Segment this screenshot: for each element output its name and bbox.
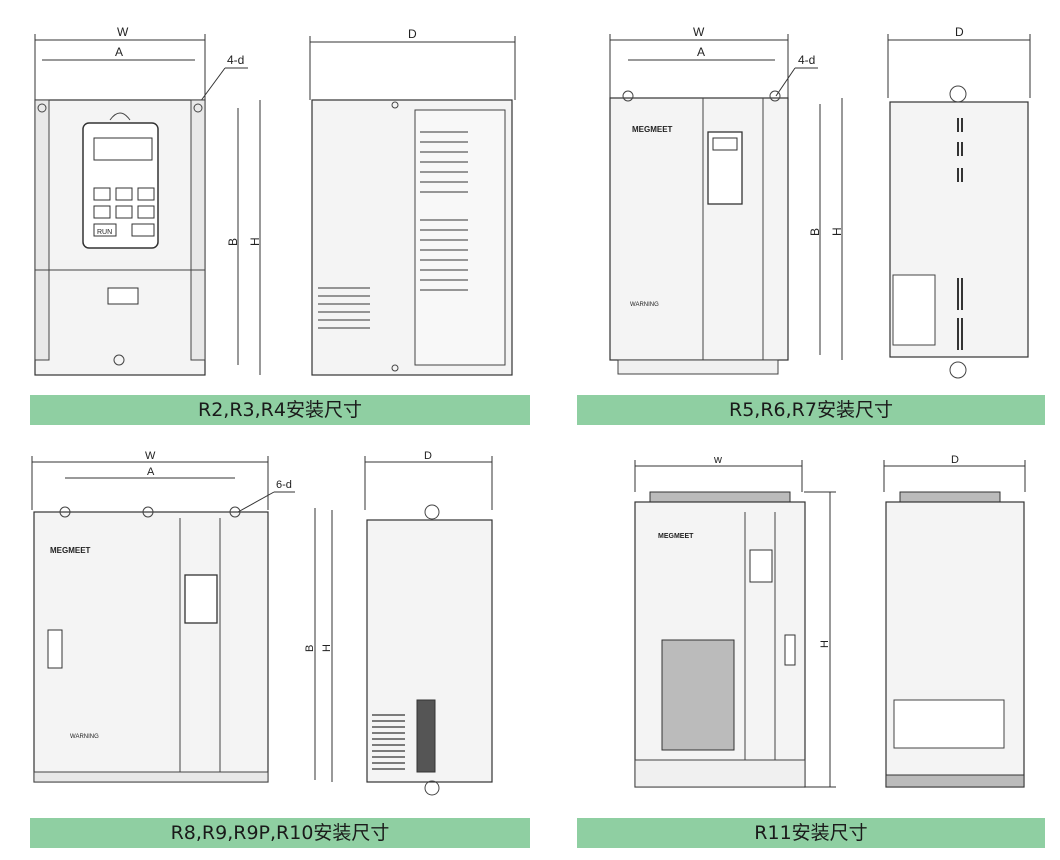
brand-logo: MEGMEET: [632, 125, 673, 134]
diagram-r5-r7: W A 4-d MEGMEET WARNING B H D: [609, 25, 1031, 379]
caption-r2-r4: R2,R3,R4安装尺寸: [30, 395, 530, 425]
dim-w: W: [693, 25, 705, 39]
dim-h: H: [819, 640, 831, 648]
dim-h: H: [248, 237, 262, 246]
dim-a: A: [115, 45, 123, 59]
warning-label: WARNING: [70, 734, 99, 740]
dim-b: B: [304, 645, 316, 652]
caption-r5-r7: R5,R6,R7安装尺寸: [577, 395, 1045, 425]
dim-d: D: [955, 25, 964, 39]
dim-w: W: [145, 450, 156, 462]
brand-logo: MEGMEET: [658, 533, 694, 540]
dim-w-lower: w: [713, 454, 722, 466]
dim-b: B: [226, 238, 240, 246]
dim-h: H: [321, 644, 333, 652]
dim-d: D: [424, 450, 432, 462]
caption-r8-r10: R8,R9,R9P,R10安装尺寸: [30, 818, 530, 848]
dim-a: A: [697, 45, 705, 59]
hole-label: 4-d: [798, 53, 815, 67]
dim-b: B: [808, 228, 822, 236]
hole-label: 6-d: [276, 479, 292, 491]
key-run: RUN: [97, 229, 112, 236]
hole-label: 4-d: [227, 53, 244, 67]
dim-w: W: [117, 25, 129, 39]
warning-label: WARNING: [630, 302, 659, 308]
caption-r11: R11安装尺寸: [577, 818, 1045, 848]
brand-logo: MEGMEET: [50, 546, 91, 555]
dim-d: D: [951, 454, 959, 466]
diagram-r11: w MEGMEET H D: [634, 454, 1026, 788]
dim-d: D: [408, 27, 417, 41]
diagram-r2-r4: W A 4-d RUN B H D: [34, 25, 516, 376]
dim-h: H: [830, 227, 844, 236]
dim-a: A: [147, 466, 155, 478]
diagram-r8-r10: W A 6-d MEGMEET WARNING B H D: [31, 450, 493, 796]
